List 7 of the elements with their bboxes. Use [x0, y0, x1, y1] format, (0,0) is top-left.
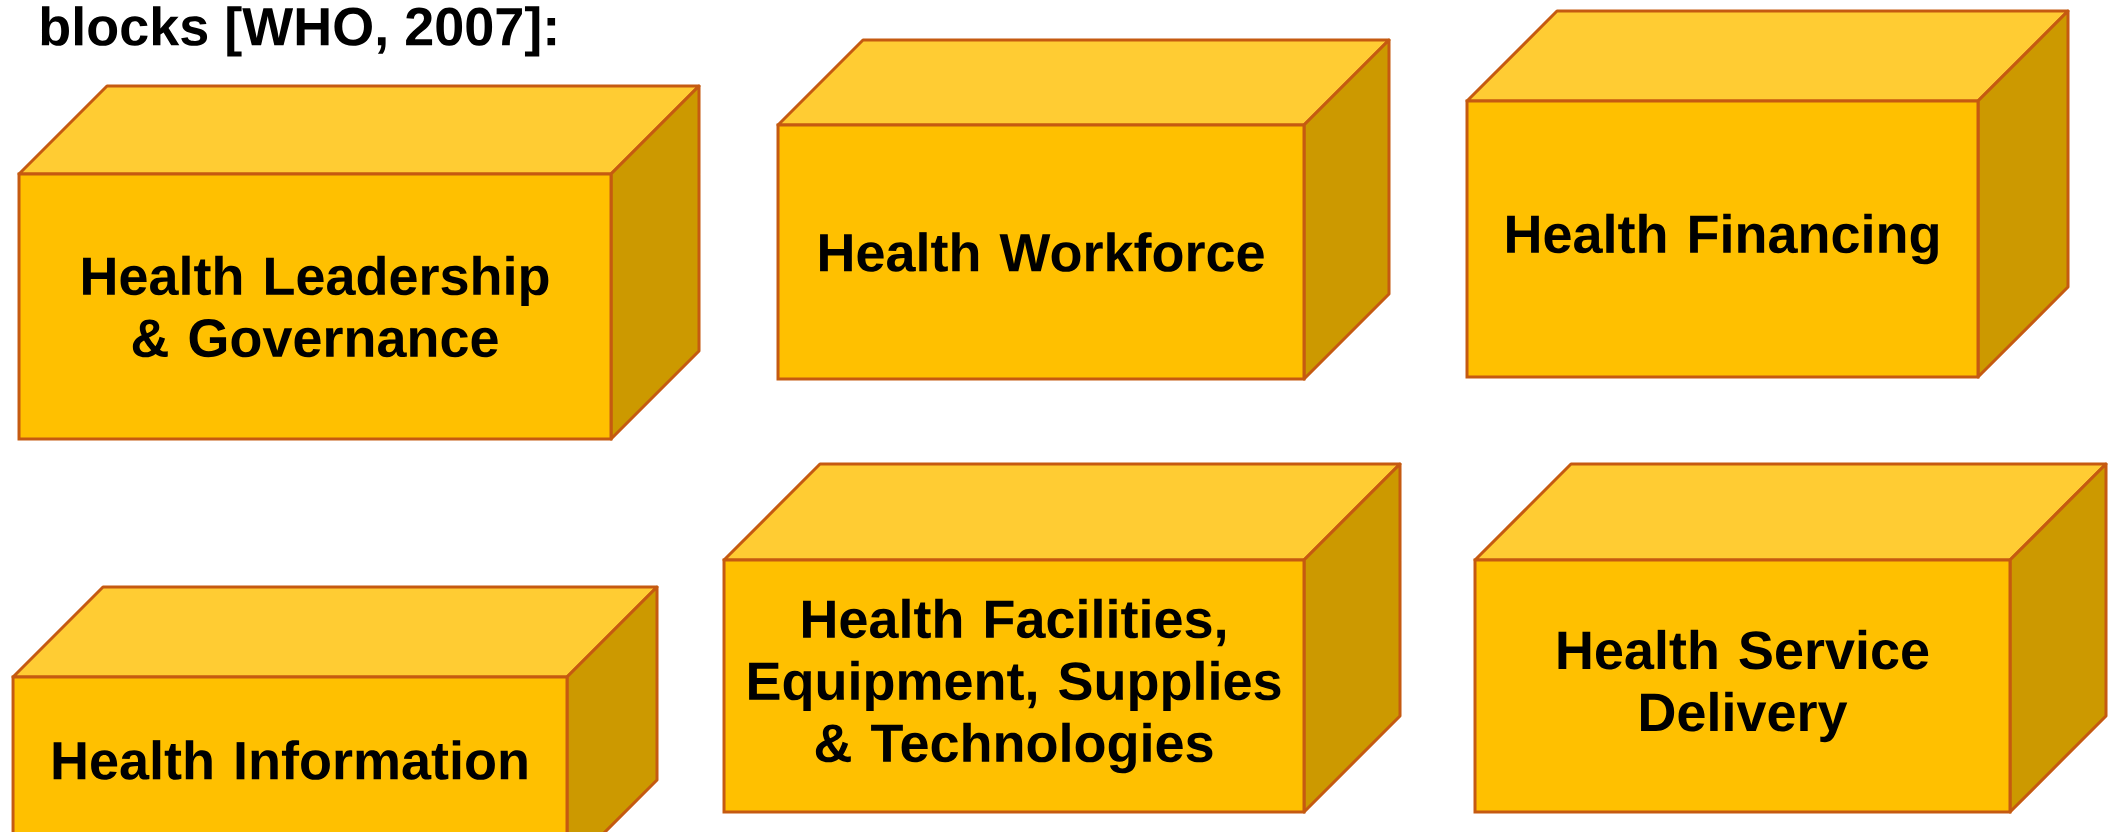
- block-box: Health Leadership & Governance: [17, 84, 701, 441]
- heading: blocks [WHO, 2007]:: [41, 6, 556, 57]
- block-box: Health Workforce: [776, 38, 1391, 381]
- block-box: Health Service Delivery: [1473, 462, 2108, 814]
- block-box: Health Financing: [1465, 9, 2070, 379]
- block-box: Health Information: [11, 585, 659, 832]
- block-box: Health Facilities, Equipment, Supplies & Technologies: [722, 462, 1402, 814]
